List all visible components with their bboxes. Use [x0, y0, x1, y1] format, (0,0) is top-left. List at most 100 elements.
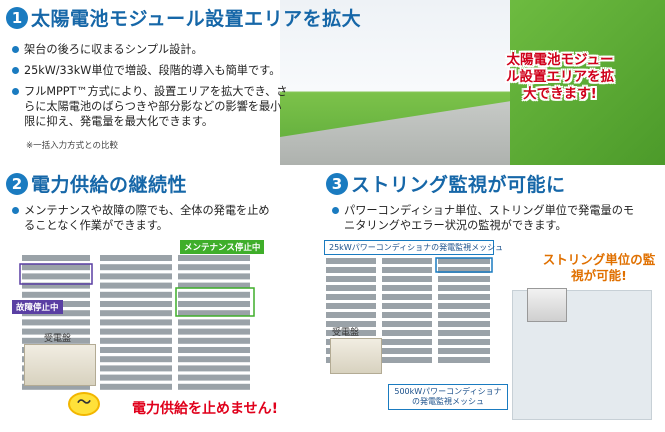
solar-panel-row — [438, 312, 490, 318]
solar-panel-row — [382, 258, 432, 264]
solar-panel-row — [326, 285, 376, 291]
section3-heading: 3 ストリング監視が可能に — [326, 170, 566, 197]
solar-panel-row — [438, 276, 490, 282]
section1-bullet: 架台の後ろに収まるシンプル設計。 — [10, 42, 310, 57]
maintenance-highlight-box — [175, 287, 255, 317]
string-monitoring-callout: ストリング単位の監視が可能! — [542, 252, 656, 283]
solar-panel-row — [178, 365, 250, 372]
mesh-500kw-label: 500kWパワーコンディショナの発電監視メッシュ — [388, 384, 508, 410]
solar-panel-row — [22, 264, 90, 271]
solar-panel-row — [178, 301, 250, 307]
solar-panel-row — [178, 282, 250, 289]
solar-panel-row — [178, 328, 250, 335]
section1-footnote: ※一括入力方式との比較 — [26, 141, 119, 151]
section1-bullet-list: 架台の後ろに収まるシンプル設計。 25kW/33kW単位で増設、段階的導入も簡単… — [10, 42, 310, 135]
section3-title: ストリング監視が可能に — [351, 174, 566, 196]
solar-panel-row — [382, 303, 432, 309]
solar-panel-row — [326, 294, 376, 300]
solar-panel-row — [22, 291, 90, 298]
solar-panel-row — [100, 374, 172, 381]
solar-panel-row — [100, 282, 172, 289]
solar-panel-row — [100, 310, 172, 317]
receiving-panel-label-2: 受電盤 — [332, 328, 360, 338]
solar-panel-row — [178, 291, 250, 298]
section1-title: 太陽電池モジュール設置エリアを拡大 — [31, 8, 362, 30]
section3-bullet-list: パワーコンディショナ単位、ストリング単位で発電量のモニタリングやエラー状況の監視… — [330, 203, 660, 239]
solar-panel-row — [22, 273, 90, 280]
solar-panel-row — [22, 282, 90, 289]
solar-panel-row — [100, 255, 172, 261]
supply-continuation-text: 電力供給を止めません! — [132, 401, 278, 417]
solar-panel-row — [22, 383, 90, 390]
solar-panel-row — [326, 258, 376, 264]
section3-bullet: パワーコンディショナ単位、ストリング単位で発電量のモニタリングやエラー状況の監視… — [330, 203, 640, 233]
solar-panel-row — [178, 356, 250, 363]
power-conditioner-box — [527, 288, 567, 322]
solar-panel-row — [22, 255, 90, 261]
solar-panel-row — [22, 328, 90, 335]
aerial-view-image — [510, 0, 665, 165]
section1-bullet: フルMPPT™方式により、設置エリアを拡大でき、さらに太陽電池のばらつきや部分影… — [10, 84, 292, 129]
area-expansion-callout: 太陽電池モジュール設置エリアを拡大できます! — [506, 52, 614, 102]
solar-panel-row — [100, 273, 172, 280]
section1-bullet: 25kW/33kW単位で増設、段階的導入も簡単です。 — [10, 63, 310, 78]
solar-panel-row — [178, 347, 250, 353]
solar-panel-row — [438, 339, 490, 345]
receiving-panel-cabinet — [24, 344, 96, 386]
solar-panel-row — [100, 383, 172, 390]
solar-array-photo — [280, 0, 665, 165]
solar-panel-row — [438, 294, 490, 300]
section1-heading: 1 太陽電池モジュール設置エリアを拡大 — [6, 4, 361, 31]
section2-bullet: メンテナンスや故障の際でも、全体の発電を止めることなく作業ができます。 — [10, 203, 272, 233]
solar-panel-row — [438, 258, 490, 264]
solar-panel-row — [438, 348, 490, 354]
solar-panel-row — [178, 273, 250, 280]
maintenance-stopped-label: メンテナンス停止中 — [180, 240, 265, 254]
solar-panel-row — [22, 319, 90, 326]
solar-panel-row — [326, 330, 376, 336]
solar-panel-row — [382, 330, 432, 336]
ac-wave-icon: 〜 — [68, 392, 100, 416]
solar-panel-row — [100, 264, 172, 271]
solar-panel-row — [100, 356, 172, 363]
solar-panel-row — [100, 337, 172, 344]
solar-panel-row — [438, 285, 490, 291]
solar-panel-row — [178, 374, 250, 381]
solar-panel-row — [100, 328, 172, 335]
failure-highlight-box — [19, 263, 93, 285]
solar-panel-row — [100, 365, 172, 372]
section3-number-badge: 3 — [326, 172, 348, 195]
solar-panel-row — [100, 319, 172, 326]
mesh-25kw-highlight — [435, 257, 493, 273]
solar-panel-row — [326, 303, 376, 309]
mesh-25kw-label: 25kWパワーコンディショナの発電監視メッシュ — [324, 240, 503, 255]
solar-panel-row — [382, 285, 432, 291]
section2-bullet-list: メンテナンスや故障の際でも、全体の発電を止めることなく作業ができます。 — [10, 203, 310, 239]
solar-panel-row — [178, 310, 250, 317]
solar-panel-row — [382, 294, 432, 300]
solar-panel-row — [100, 347, 172, 353]
solar-panel-row — [100, 301, 172, 307]
solar-panel-row — [438, 330, 490, 336]
solar-panel-row — [178, 319, 250, 326]
receiving-panel-cabinet-2 — [330, 338, 382, 374]
failure-stopped-label: 故障停止中 — [12, 300, 63, 314]
solar-panel-row — [326, 267, 376, 273]
solar-panel-row — [326, 321, 376, 327]
solar-panel-row — [382, 321, 432, 327]
solar-panel-row — [178, 383, 250, 390]
solar-panel-row — [326, 312, 376, 318]
solar-panel-row — [178, 337, 250, 344]
solar-panel-row — [382, 348, 432, 354]
solar-panel-row — [382, 276, 432, 282]
solar-panel-row — [382, 339, 432, 345]
solar-panel-row — [438, 267, 490, 273]
section2-number-badge: 2 — [6, 172, 28, 195]
solar-panel-row — [326, 276, 376, 282]
solar-panel-row — [438, 303, 490, 309]
solar-panel-row — [438, 321, 490, 327]
solar-panel-row — [100, 291, 172, 298]
solar-panel-row — [382, 357, 432, 363]
solar-panel-row — [438, 357, 490, 363]
section2-heading: 2 電力供給の継続性 — [6, 170, 187, 197]
